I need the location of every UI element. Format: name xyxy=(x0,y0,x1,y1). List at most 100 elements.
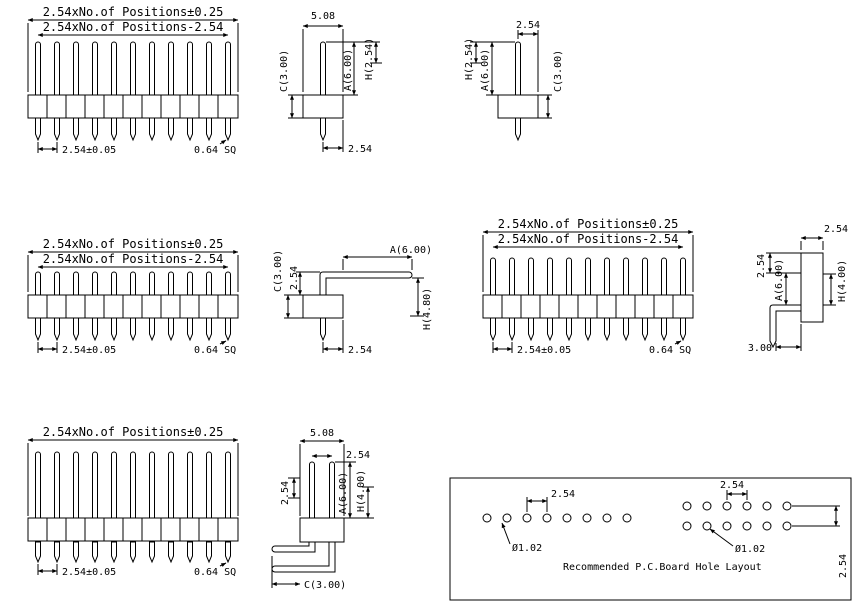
dim-label: 2.54 xyxy=(756,254,767,278)
insulator-body xyxy=(299,517,345,543)
dim-row-pitch-top: 2.54 xyxy=(311,450,370,461)
dim-label: A(6.00) xyxy=(390,245,432,256)
bent-tail-front xyxy=(271,541,316,553)
dim-label: A(6.00) xyxy=(774,259,785,301)
dim-pin-size: 0.64 SQ xyxy=(194,139,236,156)
dim-body-width: 5.08 xyxy=(299,428,345,516)
dim-row-pitch-left: 2.54 xyxy=(280,477,300,505)
insulator-body xyxy=(302,294,344,319)
dim-pitch: 2.54±0.05 xyxy=(37,142,116,156)
dim-top-offset: 2.54 xyxy=(756,252,801,278)
dim-label: 2.54xNo.of Positions-2.54 xyxy=(498,232,679,246)
pin xyxy=(320,41,326,96)
dim-label: 0.64 SQ xyxy=(194,567,236,578)
dim-label: H(4.00) xyxy=(837,260,848,302)
view-dual-row-rightangle-side: 5.08 2.54 A(6.00) H(4.00) 2.54 C(3.00) xyxy=(271,428,374,591)
dim-label: C(3.00) xyxy=(553,50,564,92)
hole xyxy=(782,521,792,531)
hole xyxy=(722,521,732,531)
single-row-holes xyxy=(482,513,632,523)
dim-overall-length: 2.54xNo.of Positions±0.25 xyxy=(27,425,239,516)
dim-height: H(4.80) xyxy=(410,277,433,330)
dim-label: A(6.00) xyxy=(338,472,349,514)
dim-label: C(3.00) xyxy=(279,50,290,92)
dim-label: 2.54 xyxy=(838,554,849,578)
hole xyxy=(502,513,512,523)
dim-label-pin-size: 0.64 SQ xyxy=(194,145,236,156)
dim-tail-offset: 2.54 xyxy=(322,320,372,356)
solder-tails xyxy=(36,118,231,140)
insulator-body xyxy=(27,294,239,319)
solder-tails xyxy=(36,318,231,340)
dim-body-height: C(3.00) xyxy=(279,50,303,119)
pin-rear-row xyxy=(329,461,335,519)
layout-border xyxy=(449,477,852,601)
dim-label: 2.54xNo.of Positions-2.54 xyxy=(43,252,224,266)
dim-pin-span: 2.54xNo.of Positions-2.54 xyxy=(37,20,229,37)
hole xyxy=(702,521,712,531)
dim-label: H(2.54) xyxy=(464,38,475,80)
dim-pin-length: A(6.00) xyxy=(774,259,788,306)
dim-label: 2.54 xyxy=(824,224,848,235)
hole xyxy=(742,521,752,531)
view-dual-row-front: 2.54xNo.of Positions±0.25 2.54±0.05 0.64… xyxy=(27,425,239,578)
dim-row-spacing: 2.54 xyxy=(792,505,849,578)
solder-tail xyxy=(320,317,326,341)
dim-label: 2.54±0.05 xyxy=(62,345,116,356)
dim-standoff: C(3.00) xyxy=(271,556,346,591)
dim-standoff: 3.00 xyxy=(748,324,802,354)
dim-pin-size: 0.64 SQ xyxy=(194,340,236,356)
view-single-row-rightangle-side: A(6.00) C(3.00) 2.54 H(4.80) 2.54 xyxy=(273,245,433,356)
dim-label: H(4.80) xyxy=(422,288,433,330)
dim-pitch: 2.54±0.05 xyxy=(37,342,116,356)
dim-label: 0.64 SQ xyxy=(194,345,236,356)
pins xyxy=(36,42,231,95)
dim-label: 2.54 xyxy=(289,266,300,290)
dim-pin-length: A(6.00) xyxy=(335,461,356,519)
pins xyxy=(36,452,231,518)
insulator-body xyxy=(27,94,239,119)
view-single-row-straight-side: 5.08 C(3.00) A(6.00) H(2.54) 2.54 xyxy=(279,11,382,155)
hole xyxy=(682,501,692,511)
dim-height: H(4.00) xyxy=(344,470,374,519)
view-single-row-straight-front: 2.54xNo.of Positions±0.25 2.54xNo.of Pos… xyxy=(27,5,239,156)
dim-label: 2.54xNo.of Positions±0.25 xyxy=(43,425,224,439)
hole xyxy=(762,501,772,511)
hole xyxy=(602,513,612,523)
dim-overall-length: 2.54xNo.of Positions±0.25 xyxy=(27,5,239,92)
solder-tail xyxy=(515,117,521,141)
hole xyxy=(742,501,752,511)
insulator-body xyxy=(27,517,239,542)
dim-label: C(3.00) xyxy=(273,250,284,292)
view-single-row-rightangle-side-b: 2.54 2.54 A(6.00) H(4.00) 3.00 xyxy=(748,224,848,354)
dim-label-pitch: 2.54±0.05 xyxy=(62,145,116,156)
hole-dia-callout-dual: Ø1.02 xyxy=(709,528,765,555)
dim-pin-length: A(6.00) xyxy=(326,41,380,96)
dim-label: C(3.00) xyxy=(304,580,346,591)
dim-overall-length: 2.54xNo.of Positions±0.25 xyxy=(482,217,694,292)
solder-tails xyxy=(491,318,686,340)
dim-label: 0.64 SQ xyxy=(649,345,691,356)
pins xyxy=(491,258,686,295)
hole xyxy=(622,513,632,523)
pin-front-row xyxy=(309,461,315,519)
dim-overall-length: 2.54xNo.of Positions±0.25 xyxy=(27,237,239,292)
dim-pin-length: A(6.00) xyxy=(342,245,432,270)
dim-label: 2.54 xyxy=(516,20,540,31)
dim-hole-pitch-dual: 2.54 xyxy=(720,480,748,500)
hole xyxy=(582,513,592,523)
dim-body-height: C(3.00) xyxy=(538,50,564,119)
dim-label: 2.54 xyxy=(348,144,372,155)
dim-pin-span: 2.54xNo.of Positions-2.54 xyxy=(37,252,229,269)
hole-dia-callout-single: Ø1.02 xyxy=(501,522,542,554)
insulator-body xyxy=(482,294,694,319)
dim-tail-offset: 2.54 xyxy=(322,120,372,155)
dim-label: 5.08 xyxy=(310,428,334,439)
dim-label: H(2.54) xyxy=(364,38,375,80)
hole xyxy=(722,501,732,511)
dim-label-positions-tol: 2.54xNo.of Positions±0.25 xyxy=(43,5,224,19)
dim-top-offset: 2.54 xyxy=(516,20,540,92)
dim-label: 2.54 xyxy=(346,450,370,461)
dim-label: 2.54 xyxy=(720,480,744,491)
